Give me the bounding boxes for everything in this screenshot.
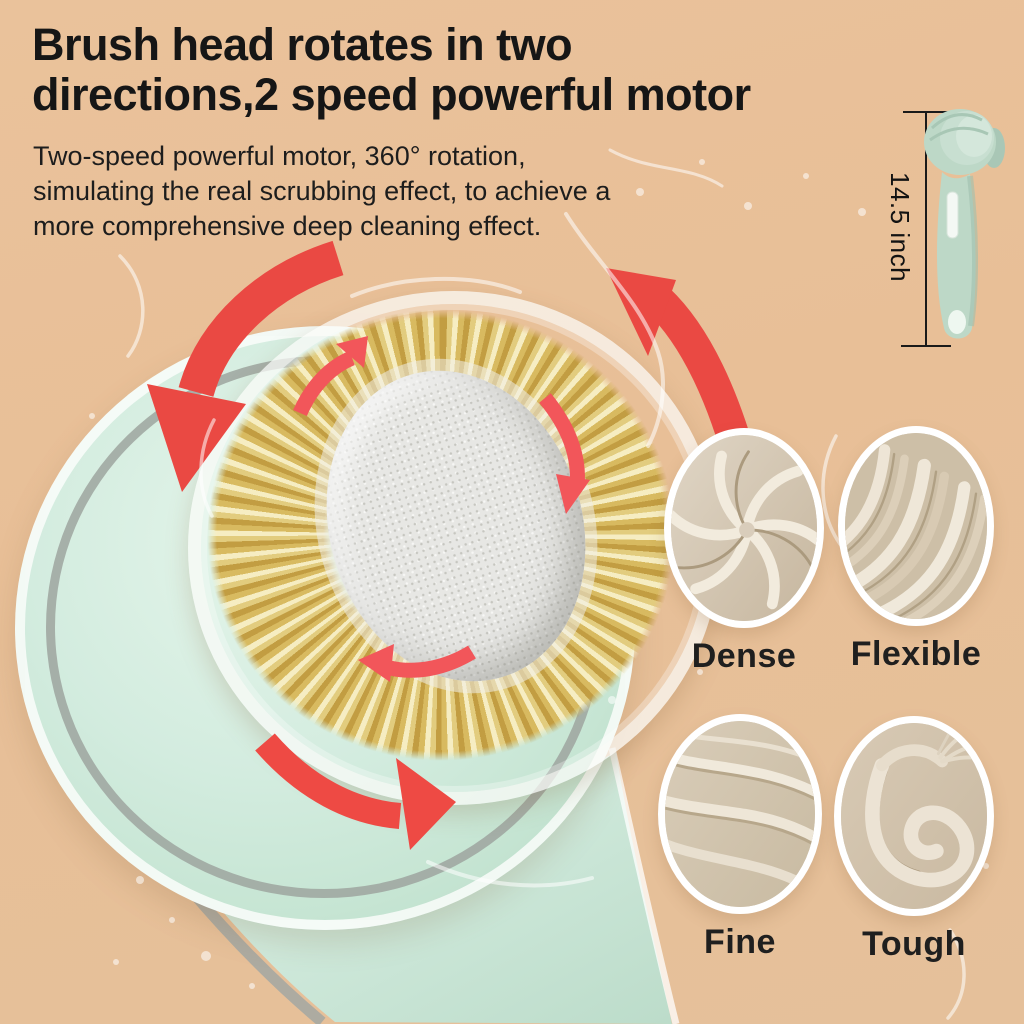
feature-label-flexible: Flexible [850, 635, 982, 673]
feature-tough: Tough [834, 716, 994, 964]
handle-edge-highlight [608, 747, 680, 1024]
feature-label-tough: Tough [862, 925, 966, 963]
product-description: Two-speed powerful motor, 360° rotation,… [33, 139, 733, 244]
description-line-1: Two-speed powerful motor, 360° rotation, [33, 141, 526, 171]
title-line-1: Brush head rotates in two [32, 19, 573, 70]
description-line-2: simulating the real scrubbing effect, to… [33, 176, 611, 206]
dense-bristle-texture-icon [664, 428, 824, 628]
feature-label-dense: Dense [691, 637, 797, 675]
flexible-bristle-texture-icon [838, 426, 994, 626]
rotation-arrow-left-icon [147, 240, 344, 492]
title-line-2: directions,2 speed powerful motor [32, 69, 751, 120]
rotation-arrow-handle-icon [255, 733, 456, 850]
feature-dense: Dense [664, 428, 824, 676]
tough-bristle-texture-icon [834, 716, 994, 916]
rotation-arrow-inner-bottom-icon [358, 644, 476, 682]
rotation-arrow-inner-top-icon [293, 336, 368, 417]
size-label: 14.5 inch [885, 172, 915, 283]
feature-label-fine: Fine [704, 923, 776, 961]
brush-side-silhouette [924, 109, 1005, 339]
description-line-3: more comprehensive deep cleaning effect. [33, 211, 542, 241]
fine-bristle-texture-icon [658, 714, 822, 914]
feature-flexible: Flexible [838, 426, 994, 674]
rotation-arrow-inner-right-icon [539, 393, 590, 514]
page-title: Brush head rotates in two directions,2 s… [32, 20, 882, 120]
side-view-product [901, 109, 1005, 347]
feature-fine: Fine [658, 714, 822, 962]
